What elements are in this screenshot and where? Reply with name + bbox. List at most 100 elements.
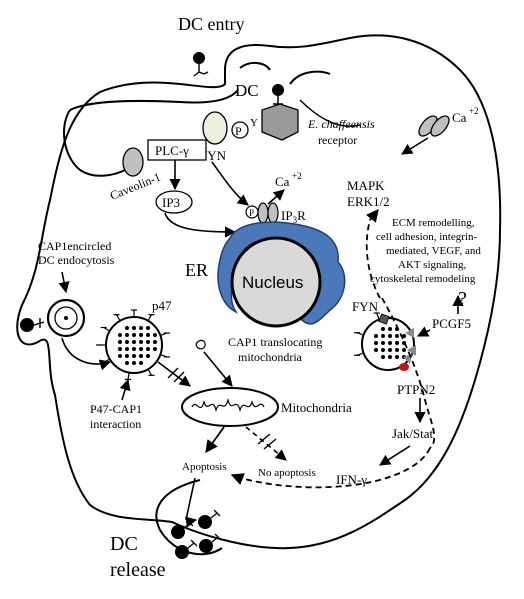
- tyrosine-label: Y: [250, 117, 258, 129]
- mitochondria-label: Mitochondria: [281, 400, 352, 415]
- arrow-to-endosome: [58, 271, 70, 294]
- ehrlichia-dot: [153, 340, 157, 344]
- arrow-pcgf5-left: [416, 326, 431, 337]
- dc-particle-entry: [193, 52, 209, 77]
- ehrlichia-dot: [388, 341, 392, 345]
- released-dc-group: [171, 509, 222, 559]
- release-vacuole: [155, 479, 223, 556]
- no-apoptosis-label: No apoptosis: [258, 467, 316, 479]
- ehrlichia-dot: [125, 340, 129, 344]
- pcgf5-triangle-2: [407, 345, 416, 356]
- ehrlichia-dot: [381, 348, 385, 352]
- dc-entry-label: DC entry: [178, 14, 245, 34]
- ehrlichia-dot: [381, 341, 385, 345]
- arrow-p47-to-mito: [203, 351, 233, 387]
- receptor-word-label: receptor: [318, 133, 357, 147]
- block-mark-1: [167, 367, 185, 383]
- dashed-path-mapk: [365, 209, 381, 299]
- ehrlichia-dot: [395, 355, 399, 359]
- signaling-text: ECM remodelling, cell adhesion, integrin…: [370, 217, 481, 285]
- pcgf5-triangle-1: [405, 328, 414, 338]
- blocked-arrow-inclusion: [157, 361, 191, 387]
- p47cap1-line-2: interaction: [90, 417, 141, 431]
- ip3r-channel-left: [257, 202, 269, 224]
- ehrlichia-dot: [381, 334, 385, 338]
- nucleus: [230, 236, 322, 328]
- ehrlichia-dot: [381, 327, 385, 331]
- lower-invagination: [63, 109, 126, 177]
- endosome-dc: [64, 316, 68, 320]
- ehrlichia-dot: [139, 340, 143, 344]
- plc-box: [147, 139, 207, 161]
- ehrlichia-dot: [139, 361, 143, 365]
- released-dc-ligand: [211, 533, 222, 543]
- fyn-top-label: FYN: [200, 148, 227, 163]
- mitochondria: [181, 387, 279, 427]
- arrow-ca-influx: [401, 137, 429, 155]
- cap1-spike: [115, 314, 121, 322]
- released-dc: [198, 515, 212, 529]
- ehrlichia-dot: [118, 354, 122, 358]
- signal-line-1: ECM remodelling,: [392, 217, 475, 229]
- p47cap1-line-1: P47-CAP1: [90, 402, 142, 416]
- signal-line-5: cytoskeletal remodeling: [370, 273, 476, 285]
- receptor-species-label: E. chaffeensis: [307, 117, 375, 131]
- release-arrow-head: [185, 516, 198, 528]
- ca-channel-right: [430, 115, 450, 137]
- released-dc-ligand: [210, 509, 221, 519]
- ehrlichia-dot: [146, 354, 150, 358]
- ehrlichia-dot: [132, 347, 136, 351]
- ehrlichia-dot: [395, 334, 399, 338]
- arrow-jakstat-to-ifn: [379, 445, 411, 466]
- ifn-label: IFN-γ: [336, 472, 367, 487]
- pcgf5-label: PCGF5: [432, 316, 471, 331]
- ehrlichia-dot: [388, 348, 392, 352]
- ehrlichia-dot: [153, 347, 157, 351]
- membrane-fold: [299, 99, 361, 127]
- dc-release-line-1: DC: [110, 533, 138, 555]
- jakstat-label: Jak/Stat: [392, 426, 434, 441]
- p47-label: p47: [152, 298, 172, 313]
- released-dc: [175, 545, 189, 559]
- ip3-oval: [155, 190, 193, 214]
- ip3r-channel-right: [267, 202, 279, 224]
- inclusion-left: [96, 309, 170, 381]
- ca-right-label: Ca: [452, 110, 467, 125]
- p47-protein: [195, 339, 206, 350]
- ehrlichia-dot: [125, 347, 129, 351]
- ehrlichia-dot: [125, 361, 129, 365]
- membrane-invagination: [69, 62, 331, 111]
- arrow-endosome-to-inclusion: [61, 337, 112, 371]
- ehrlichia-dot: [374, 341, 378, 345]
- dashed-arrow-no-apoptosis: [245, 426, 287, 461]
- cap1-line-1: CAP1encircled: [38, 239, 111, 253]
- arrow-fyn-to-ip3r: [211, 161, 249, 206]
- cap1-spike: [127, 372, 130, 380]
- arrow-ip3-to-er: [164, 212, 237, 238]
- released-dc-ligand: [187, 539, 198, 549]
- fyn-right-label: FYN: [352, 299, 379, 314]
- ehrlichia-dot: [402, 348, 406, 352]
- phospho-circle: [231, 121, 249, 139]
- signal-line-4: AKT signaling,: [398, 259, 466, 271]
- arrow-to-release: [185, 477, 196, 521]
- dashed-path-jakstat-apoptosis: [230, 447, 431, 489]
- ehrlichia-dot: [139, 326, 143, 330]
- inclusion-left-spikes: [96, 309, 170, 381]
- ehrlichia-dot: [132, 333, 136, 337]
- cap1-line-2: DC endocytosis: [38, 253, 115, 267]
- released-dc: [171, 525, 185, 539]
- caveolin-oval: [122, 147, 144, 177]
- er-label: ER: [185, 260, 208, 280]
- apoptosis-label: Apoptosis: [182, 461, 227, 473]
- dc-particle-receptor: [272, 84, 284, 105]
- arrow-ip3r-to-ca: [267, 189, 285, 205]
- dc-label: DC: [235, 81, 259, 100]
- inclusion-left-dots: [118, 326, 157, 365]
- nucleus-label: Nucleus: [242, 273, 303, 292]
- plc-label: PLC-γ: [155, 143, 189, 158]
- cap1-spike: [147, 314, 153, 322]
- ehrlichia-dot: [139, 333, 143, 337]
- ehrlichia-dot: [146, 340, 150, 344]
